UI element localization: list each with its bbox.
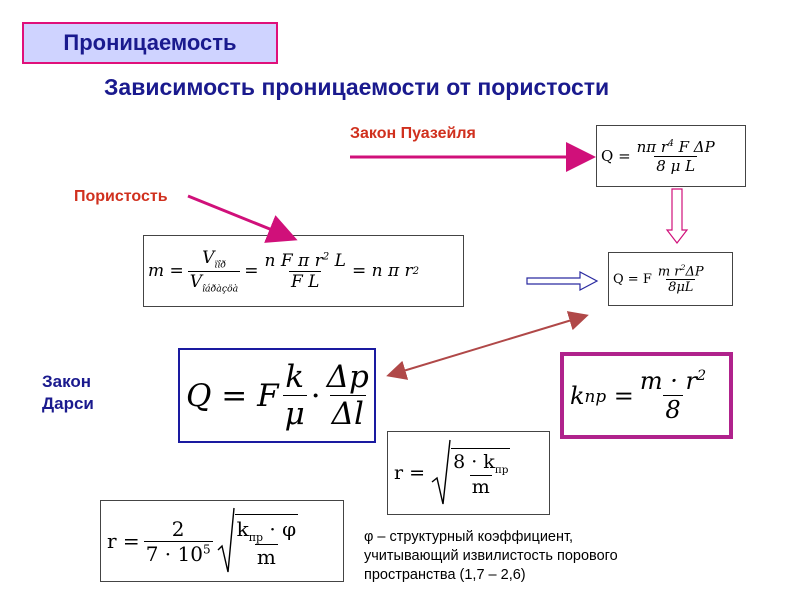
formula-flow-rate: Q = F m r2ΔP 8μL bbox=[608, 252, 733, 306]
page-title: Проницаемость bbox=[22, 22, 278, 64]
label-poiseuille-law: Закон Пуазейля bbox=[350, 125, 476, 142]
arrow-porosity bbox=[187, 194, 298, 243]
formula-radius-structural: r = 2 7 · 105 kпр · φ m bbox=[100, 500, 344, 582]
formula-porosity: m = Vïîð Vîáðàçöà = n F π r2 L F L = n π… bbox=[143, 235, 464, 307]
formula-poiseuille: Q = nπ r4 F ΔP 8 μ L bbox=[596, 125, 746, 187]
page-subtitle: Зависимость проницаемости от пористости bbox=[104, 74, 610, 100]
formula-radius: r = 8 · kпр m bbox=[387, 431, 550, 515]
structural-coefficient-note: φ – структурный коэффициент, учитывающий… bbox=[364, 529, 618, 583]
label-darcy-law: Закон Дарси bbox=[42, 372, 94, 413]
arrow-double-darcy bbox=[386, 311, 589, 380]
label-porosity: Пористость bbox=[74, 188, 168, 205]
arrow-down-hollow bbox=[665, 188, 689, 244]
formula-darcy: Q = F k μ · Δp Δl bbox=[178, 348, 376, 443]
sqrt-sign bbox=[217, 507, 235, 573]
sqrt-sign bbox=[431, 439, 451, 505]
arrow-right-hollow bbox=[526, 271, 599, 291]
